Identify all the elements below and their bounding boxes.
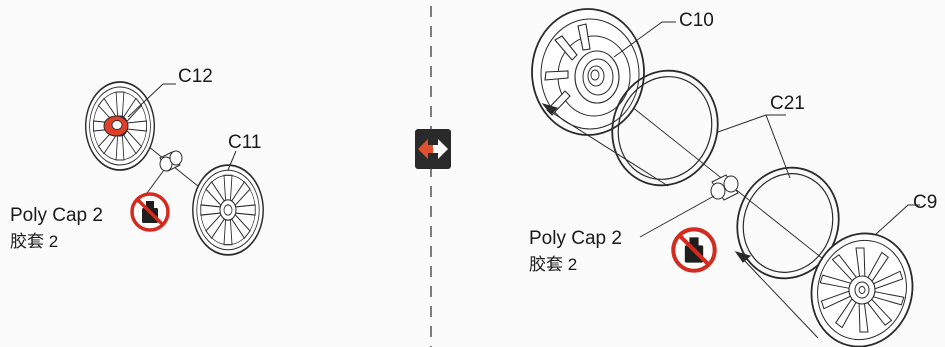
label-poly-cap-cn: 胶套 2 [529,255,577,274]
poly-cap-right [710,174,739,201]
label-poly-cap-cn: 胶套 2 [10,232,58,251]
label-c21: C21 [770,93,805,114]
tire-c21-front [611,69,719,187]
poly-cap-left [159,150,183,172]
no-glue-icon [673,229,714,270]
hub-highlight [103,115,129,137]
assembly-arrows [541,103,819,339]
right-assembly: C10 C21 C9 Poly Cap 2 胶套 2 [529,8,937,347]
left-assembly: C12 C11 Poly Cap 2 胶套 2 [10,66,265,256]
label-c11: C11 [228,132,261,153]
label-poly-cap: Poly Cap 2 [10,205,103,226]
label-c10: C10 [679,10,714,31]
tire-c21-rear [736,166,840,280]
wheel-c10 [531,8,645,136]
label-poly-cap: Poly Cap 2 [529,228,622,249]
no-glue-icon [130,192,170,232]
mirror-arrows-icon [415,129,451,169]
label-c12: C12 [178,66,213,87]
wheel-c9 [810,232,914,347]
wheel-c11 [191,164,265,256]
label-c9: C9 [913,192,937,213]
